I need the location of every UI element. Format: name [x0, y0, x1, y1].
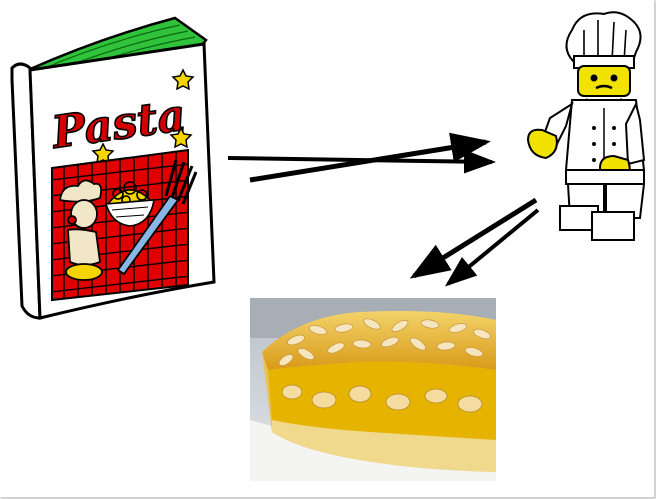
lego-chef-figure [526, 11, 646, 241]
book-grid-illustration [52, 150, 188, 300]
star-icon [91, 68, 195, 165]
pasta-bowl-icon [104, 181, 155, 227]
arrow-chef-to-dish [409, 197, 540, 287]
fork-icon [116, 159, 198, 276]
pasta-cookbook: Pasta [10, 16, 216, 320]
arrow-book-to-chef [227, 132, 496, 183]
chef-left-hand [526, 128, 558, 160]
cartoon-chef-icon [58, 179, 103, 281]
almond-tart-photo [250, 298, 496, 481]
chef-head [577, 65, 631, 97]
chef-hat-icon [565, 11, 642, 66]
